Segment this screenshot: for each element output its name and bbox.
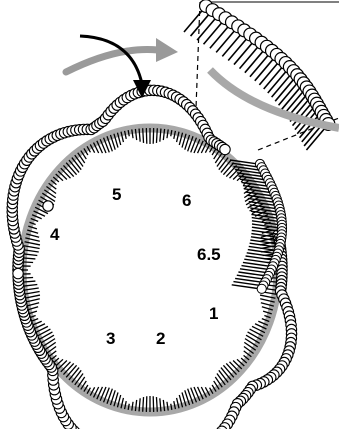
base-pair-rung [156, 128, 157, 143]
base-pair-rung [69, 160, 79, 172]
label-position-5: 5 [112, 186, 121, 203]
label-position-4: 4 [50, 226, 59, 243]
grey-arrow-icon [66, 49, 158, 72]
label-position-3: 3 [106, 330, 115, 347]
base-pair-rung [66, 365, 76, 377]
base-pair-rung [223, 163, 233, 175]
base-pair-rung [63, 363, 73, 374]
strand-end-bead [43, 201, 53, 211]
label-position-1: 1 [209, 305, 218, 322]
dna-ring [7, 85, 297, 429]
base-pair-rung [221, 160, 231, 172]
base-pair-rung [66, 163, 76, 175]
base-pair-rung [221, 368, 231, 380]
nucleotide-bead [257, 284, 266, 293]
base-pair-rung [63, 165, 73, 176]
label-position-2: 2 [156, 330, 165, 347]
nucleotide-bead [220, 144, 230, 154]
base-pair-rung [69, 368, 79, 380]
label-position-6-5: 6.5 [197, 246, 221, 263]
base-pair-rung [143, 397, 144, 412]
nucleotide-bead [13, 268, 23, 278]
base-pair-rung [156, 397, 157, 412]
grey-arrow-head-icon [156, 38, 178, 62]
base-pair-rung [223, 365, 233, 377]
base-pair-rung [226, 363, 236, 374]
label-position-6: 6 [182, 192, 191, 209]
base-pair-rung [143, 128, 144, 143]
